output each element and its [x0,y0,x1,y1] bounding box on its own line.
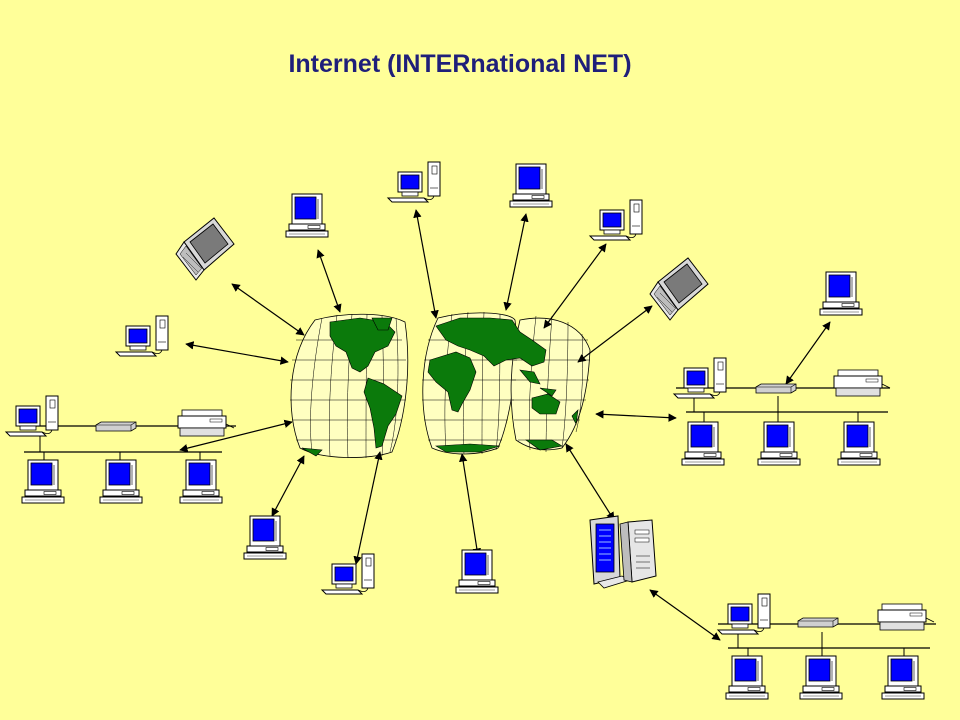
connection-arrow [649,589,721,641]
desktop-computer-icon [819,271,863,316]
desktop-computer-icon [21,459,65,504]
printer-icon [833,369,891,397]
tower-pc-icon [387,161,441,203]
connection-arrow [413,209,439,319]
desktop-computer-icon [243,515,287,560]
lan-right [673,271,891,466]
desktop-computer-icon [837,421,881,466]
tower-pc-icon [589,199,643,241]
network-hub-icon [755,383,797,394]
lan-left [5,395,236,504]
connection-arrow [316,249,342,313]
tower-pc-icon [673,357,727,399]
connection-arrow [459,453,481,557]
connection-arrow [577,305,653,363]
connection-arrow [185,341,289,365]
printer-icon [877,603,935,631]
connection-arrows [179,209,831,641]
desktop-computer-icon [285,193,329,238]
server-icon [589,515,657,589]
desktop-computer-icon [509,163,553,208]
laptop-icon [649,257,709,321]
desktop-computer-icon [725,655,769,700]
tower-pc-icon [5,395,59,437]
world-map-globe-icon [290,311,591,459]
tower-pc-icon [321,553,375,595]
desktop-computer-icon [179,459,223,504]
laptop-icon [175,217,235,281]
network-hub-icon [797,617,839,628]
desktop-computer-icon [881,655,925,700]
desktop-computer-icon [99,459,143,504]
desktop-computer-icon [799,655,843,700]
connection-arrow [785,321,831,385]
lan-bottom-right [717,593,936,700]
desktop-computer-icon [757,421,801,466]
desktop-computer-icon [455,549,499,594]
connection-arrow [179,419,293,453]
connection-arrow [503,213,529,311]
connection-arrow [565,443,615,521]
connection-arrow [231,283,305,336]
printer-icon [177,409,235,437]
tower-pc-icon [717,593,771,635]
slide-title: Internet (INTERnational NET) [288,50,632,78]
connection-arrow [353,451,383,565]
connection-arrow [271,455,305,517]
desktop-computer-icon [681,421,725,466]
network-hub-icon [95,421,137,432]
connection-arrow [543,243,607,329]
connection-arrow [595,410,677,422]
tower-pc-icon [115,315,169,357]
